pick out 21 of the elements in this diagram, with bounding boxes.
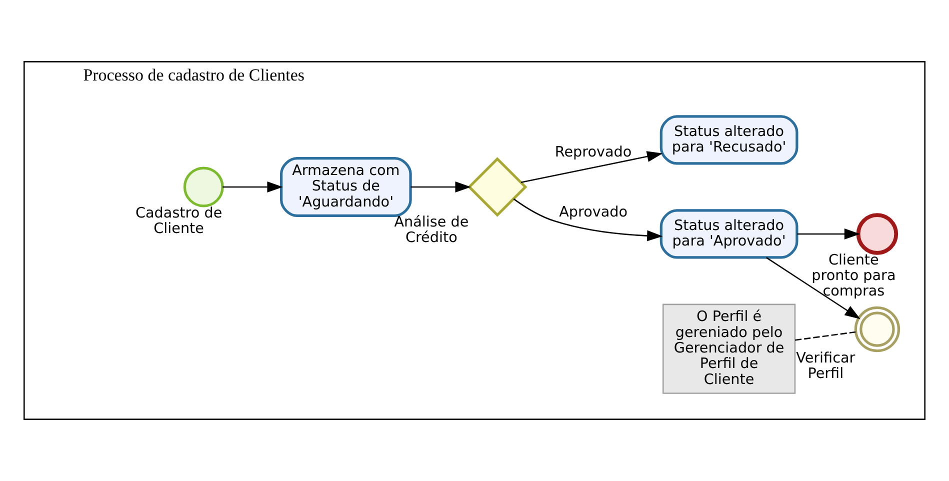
arrow — [410, 182, 471, 192]
node-circle — [854, 306, 900, 352]
node-box: Status alterado para 'Aprovado' — [660, 209, 798, 259]
arrow — [766, 256, 860, 320]
arrow — [797, 228, 860, 240]
node-label: Verificar Perfil — [796, 350, 856, 382]
node-box: Status alterado para 'Recusado' — [660, 115, 798, 165]
edge-label: Reprovado — [554, 144, 632, 161]
node-diamond — [467, 157, 528, 217]
arrow — [222, 182, 283, 192]
node-label: Análise de Crédito — [394, 214, 469, 246]
node-label: Cliente pronto para compras — [812, 252, 896, 300]
node-box: Armazena com Status de 'Aguardando' — [280, 156, 412, 217]
node-circle — [856, 213, 898, 255]
edge-label: Aprovado — [559, 204, 628, 221]
node-label: Cadastro de Cliente — [136, 205, 222, 238]
arrow — [520, 151, 663, 184]
node-box: O Perfil é gereniado pelo Gerenciador de Perfil de Cliente — [662, 304, 796, 394]
node-circle — [183, 166, 224, 208]
connector — [794, 331, 856, 341]
arrow — [513, 198, 663, 242]
